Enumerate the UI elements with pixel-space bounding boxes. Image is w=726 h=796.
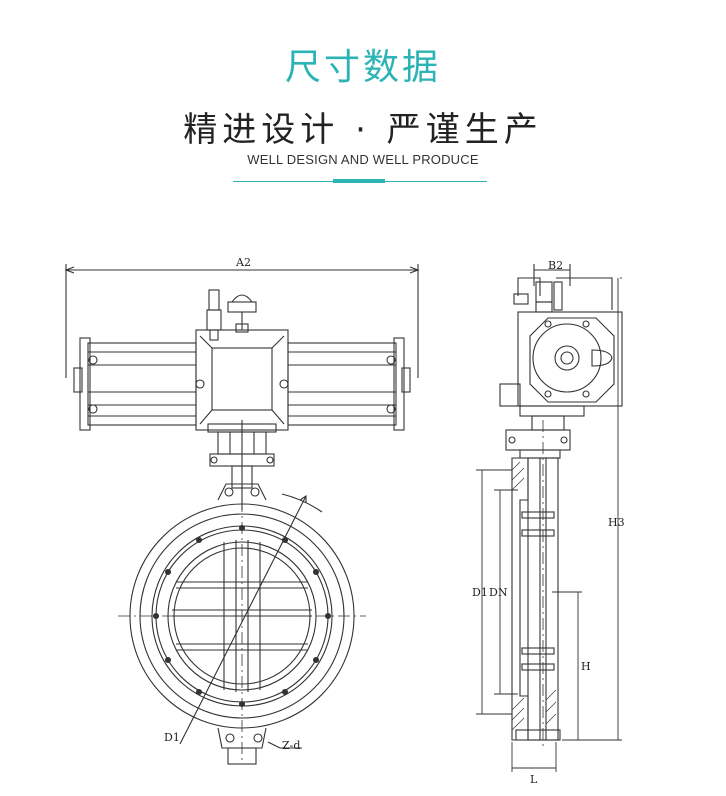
label-h3: H3: [608, 516, 625, 529]
actuator-side-body: [499, 311, 623, 417]
actuator-right-cylinder: [279, 337, 411, 431]
actuator-left-cylinder: [73, 337, 205, 431]
label-b2: B2: [548, 259, 563, 272]
label-l: L: [530, 773, 538, 786]
l-dimension: [511, 742, 557, 772]
position-indicator: [206, 289, 257, 341]
h-dimension: [552, 591, 582, 741]
air-fittings: [513, 277, 613, 313]
side-coupling: [505, 415, 571, 459]
center-lines: [118, 478, 366, 760]
divider-accent: [333, 179, 385, 183]
h3-dimension: [570, 277, 622, 741]
page-title: 尺寸数据: [284, 47, 441, 88]
d1-dn-dimensions: [476, 469, 518, 715]
label-d1-front: D1: [164, 731, 180, 744]
b2-dimension: [533, 264, 571, 286]
label-z-d: Z-d: [282, 739, 300, 752]
bottom-lug: [217, 727, 267, 765]
front-view: [64, 264, 420, 765]
section-hatch: [511, 461, 557, 731]
label-dn: DN: [489, 586, 508, 599]
label-d1-side: D1: [472, 586, 488, 599]
a2-dimension: [64, 264, 420, 378]
label-h: H: [581, 660, 591, 673]
slogan-cn: 精进设计 · 严谨生产: [183, 110, 543, 150]
side-view: [476, 264, 623, 772]
valve-dimension-drawing: A2 D1 Z-d B2 H3 D1 DN H L: [64, 256, 625, 786]
zd-leader: [267, 741, 302, 749]
page-header: 尺寸数据 精进设计 · 严谨生产 WELL DESIGN AND WELL PR…: [0, 0, 726, 200]
actuator-center-body: [195, 329, 289, 433]
slogan-en: WELL DESIGN AND WELL PRODUCE: [247, 152, 479, 167]
label-a2: A2: [235, 256, 251, 269]
valve-side-profile: [511, 457, 561, 741]
d1-leader: [179, 493, 323, 745]
